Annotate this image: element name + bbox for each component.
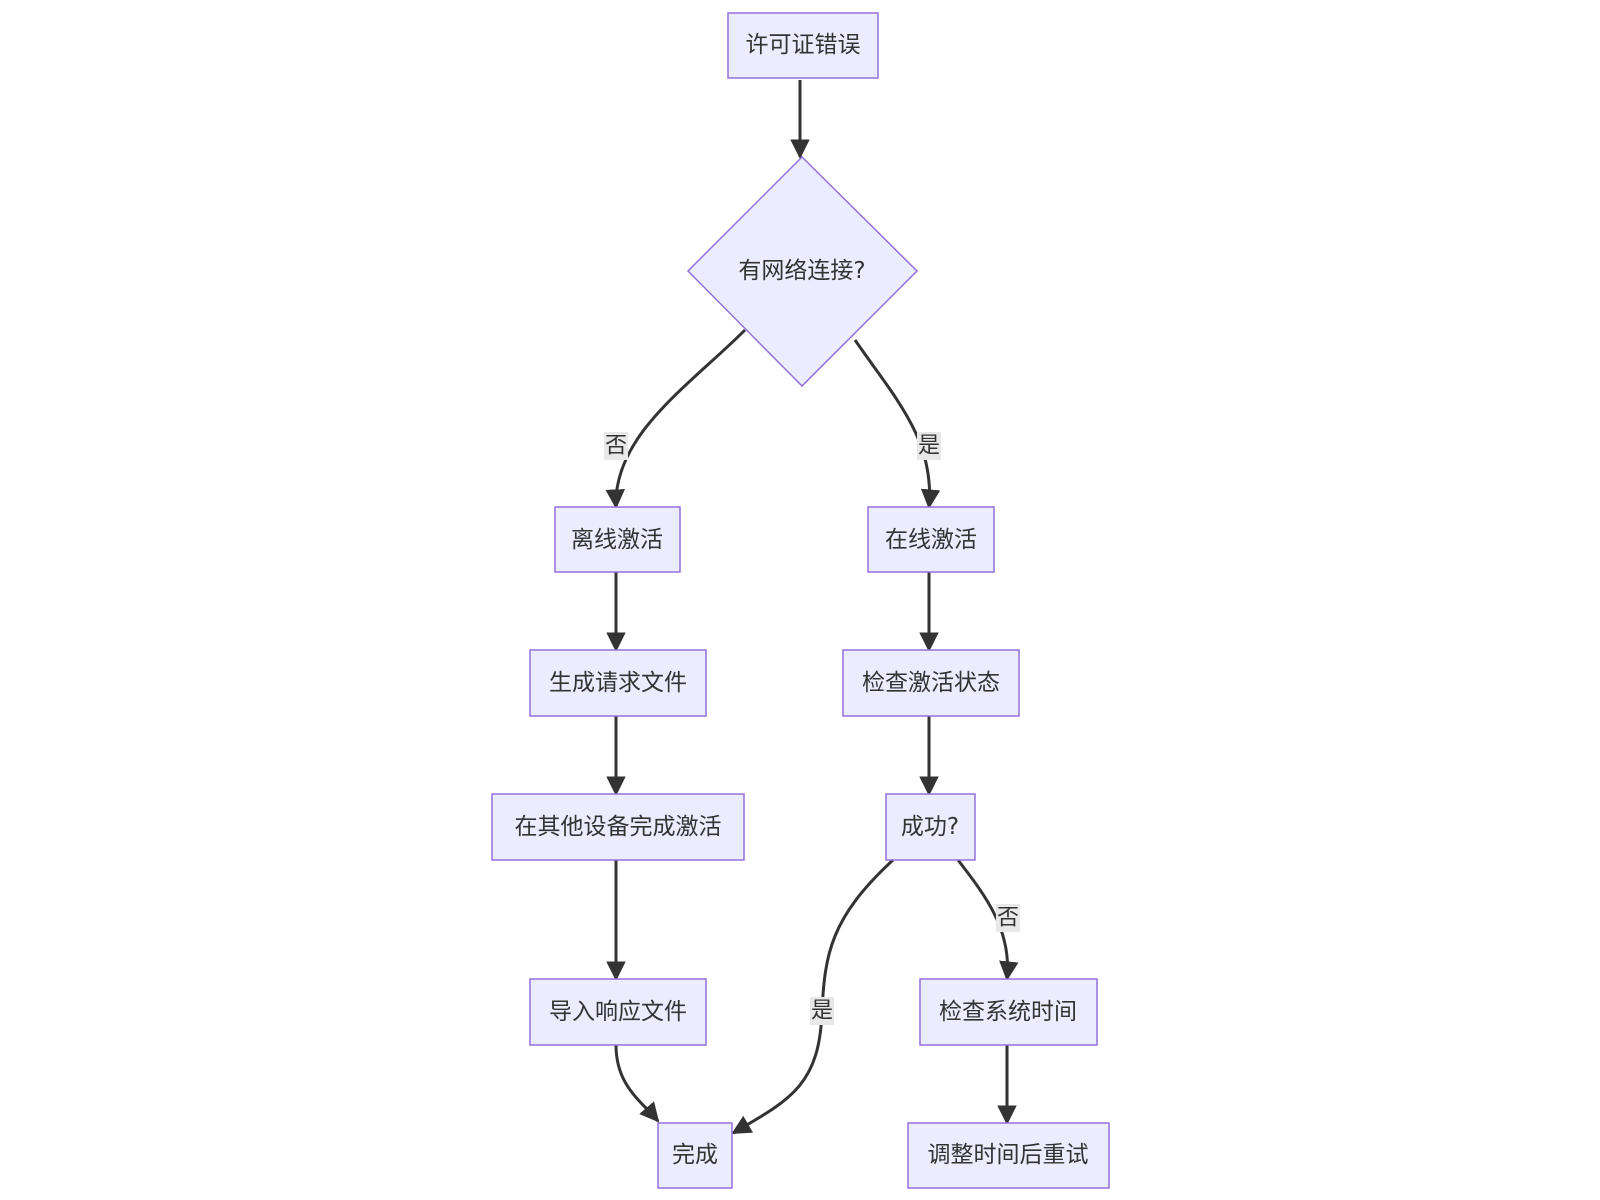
node-network-check: 有网络连接? [686, 155, 919, 388]
edge-import-response-to-done [614, 1044, 660, 1123]
node-success-check-label: 成功? [901, 814, 959, 840]
node-online-activation-label: 在线激活 [885, 527, 977, 553]
edge-label-network-yes: 是 [917, 432, 941, 460]
node-done-label: 完成 [672, 1142, 718, 1168]
node-license-error-label: 许可证错误 [746, 32, 861, 58]
node-adjust-time-retry: 调整时间后重试 [907, 1122, 1110, 1189]
node-complete-other-device: 在其他设备完成激活 [491, 793, 745, 861]
edge-label-network-yes-text: 是 [918, 434, 940, 459]
node-done: 完成 [657, 1122, 733, 1189]
edge-label-success-yes: 是 [810, 997, 834, 1025]
node-offline-activation: 离线激活 [554, 506, 681, 573]
node-check-system-time-label: 检查系统时间 [939, 999, 1077, 1025]
edge-success-check-to-done [731, 858, 895, 1135]
edge-label-success-yes-text: 是 [811, 999, 833, 1024]
node-success-check: 成功? [885, 793, 976, 861]
edge-success-check-to-check-system-time [956, 859, 1019, 981]
node-import-response: 导入响应文件 [529, 978, 707, 1046]
edge-label-success-no: 否 [996, 904, 1020, 932]
node-import-response-label: 导入响应文件 [549, 999, 687, 1025]
node-network-check-label: 有网络连接? [738, 258, 865, 284]
node-generate-request: 生成请求文件 [529, 649, 707, 717]
edge-label-network-no: 否 [604, 432, 628, 460]
edge-label-network-no-text: 否 [605, 434, 627, 459]
node-offline-activation-label: 离线激活 [571, 527, 663, 553]
edge-label-success-no-text: 否 [997, 906, 1019, 931]
node-complete-other-device-label: 在其他设备完成激活 [515, 814, 722, 840]
node-check-system-time: 检查系统时间 [919, 978, 1098, 1046]
node-adjust-time-retry-label: 调整时间后重试 [928, 1142, 1089, 1168]
node-license-error: 许可证错误 [727, 12, 879, 79]
node-check-status-label: 检查激活状态 [862, 670, 1000, 696]
edge-network-check-to-offline-activation [605, 328, 747, 509]
node-generate-request-label: 生成请求文件 [549, 670, 687, 696]
edge-network-check-to-online-activation [853, 339, 941, 509]
node-check-status: 检查激活状态 [842, 649, 1020, 717]
node-online-activation: 在线激活 [867, 506, 995, 573]
